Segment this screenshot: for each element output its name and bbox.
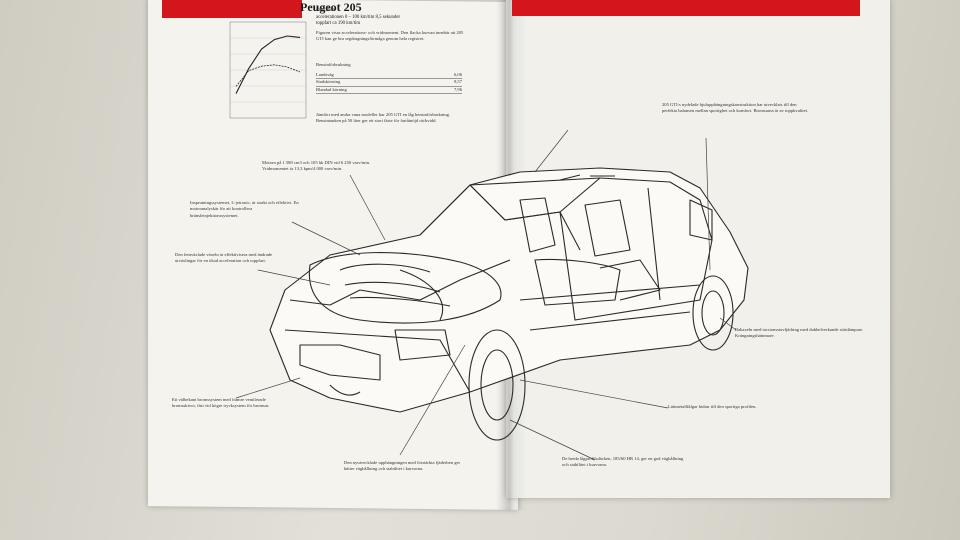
chart-caption: Figuren visar accelerations- och vridmom… <box>316 30 464 42</box>
consumption-row: Blandad körning 7,96 <box>316 86 462 95</box>
performance-chart <box>229 21 307 119</box>
chart-series-line <box>235 64 301 87</box>
consumption-value: 6,06 <box>453 72 462 77</box>
consumption-value: 9,57 <box>453 79 462 85</box>
leader-line <box>534 129 569 173</box>
leader-line <box>705 137 711 271</box>
performance-title: Prestanda <box>316 8 335 13</box>
leader-line <box>719 317 737 331</box>
consumption-table: Landsväg 6,06 Stadskörning 9,57 Blandad … <box>316 72 462 95</box>
consumption-label: Blandad körning <box>316 86 347 92</box>
leader-line <box>235 377 301 399</box>
chart-grid <box>230 37 306 103</box>
annotation-rear-axle: Bakaxeln med torsionsstavfjädring med du… <box>735 327 864 339</box>
annotation-chassis-right: 205 GTI:s nydelade hjulupphängningskonst… <box>662 102 809 114</box>
annotation-suspension-front: Den nyutvecklade upphängningen med först… <box>344 460 461 472</box>
chart-series <box>235 35 301 94</box>
red-header-bar-right <box>512 0 860 16</box>
consumption-title: Bensinförbrukning <box>316 62 351 67</box>
consumption-note: Jämfört med andra vana modeller har 205 … <box>316 112 451 124</box>
consumption-label: Stadskörning <box>316 79 341 85</box>
consumption-value: 7,96 <box>453 86 462 92</box>
annotation-wheels: Lättmetallfälgar bidrar till den sportig… <box>668 404 757 409</box>
red-header-bar-left <box>162 0 302 18</box>
consumption-label: Landsväg <box>316 72 334 77</box>
leader-line <box>509 419 596 461</box>
annotation-engine: Motorn på 1 580 cm3 och 105 hk DIN vid 6… <box>262 160 371 172</box>
consumption-row: Landsväg 6,06 <box>316 72 462 80</box>
leader-line <box>349 174 386 241</box>
leader-line <box>257 269 331 286</box>
consumption-row: Stadskörning 9,57 <box>316 79 462 87</box>
leader-line <box>399 344 466 456</box>
annotation-injection: Insprutningssystemet, L-jetronic, är sta… <box>190 200 299 218</box>
annotation-tyres: De breda lågprofilsdäcken, 185/60 HR 14,… <box>562 456 684 468</box>
annotation-brakes-front: Ett välbekant bromssystem med främre ven… <box>172 397 270 409</box>
annotation-transmission: Den femväxlade växeln är effektivisera m… <box>175 252 273 264</box>
chart-series-line <box>235 35 301 94</box>
leader-line <box>519 379 669 409</box>
leader-line <box>291 221 361 256</box>
performance-bullet-2: toppfart ca 190 km/tim <box>316 21 361 26</box>
performance-bullet-1: accelerationen 0 – 100 km/tim 8,5 sekund… <box>316 15 401 20</box>
page-heading-fragment: Peugeot 205 <box>300 0 362 14</box>
